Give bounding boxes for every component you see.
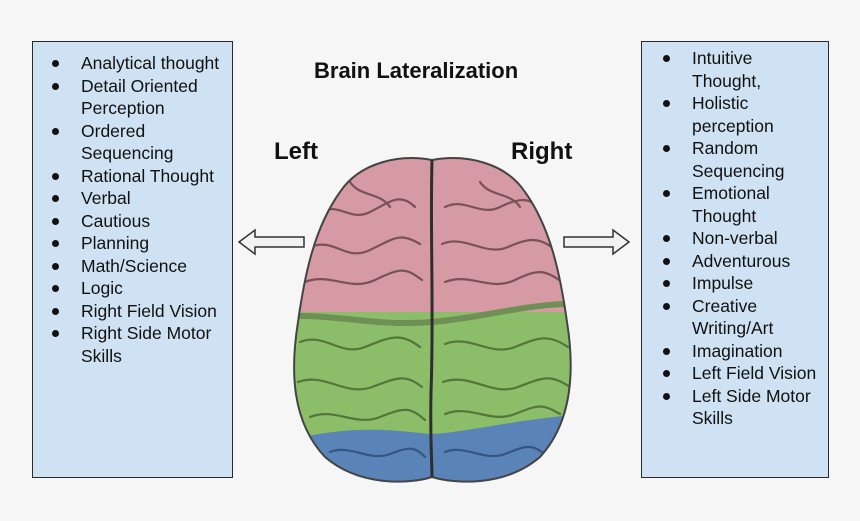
trait-item: Impulse: [662, 272, 822, 295]
trait-text: Holistic perception: [692, 93, 774, 136]
trait-text: Non-verbal: [692, 228, 778, 248]
trait-item: Planning: [51, 232, 226, 255]
diagram-title: Brain Lateralization: [314, 58, 519, 83]
trait-item: Emotional Thought: [662, 182, 822, 227]
longitudinal-fissure: [429, 159, 434, 478]
trait-item: Left Side Motor Skills: [662, 385, 822, 430]
left-arrow-icon: [237, 228, 305, 256]
trait-text: Intuitive Thought,: [692, 48, 762, 91]
trait-text: Detail Oriented Perception: [81, 75, 198, 119]
right-arrow-icon: [563, 228, 631, 256]
trait-text: Logic: [81, 278, 123, 298]
trait-item: Random Sequencing: [662, 137, 822, 182]
trait-text: Analytical thought: [81, 53, 220, 73]
trait-item: Imagination: [662, 340, 822, 363]
trait-item: Right Field Vision: [51, 300, 226, 323]
trait-item: Cautious: [51, 210, 226, 233]
trait-text: Creative Writing/Art: [692, 295, 774, 339]
trait-item: Holistic perception: [662, 92, 822, 137]
brain-illustration: [293, 157, 572, 483]
trait-item: Adventurous: [662, 250, 822, 273]
trait-text: Right Side Motor Skills: [81, 323, 212, 366]
trait-text: Adventurous: [692, 250, 791, 271]
trait-item: Analytical thought: [51, 52, 226, 75]
trait-item: Ordered Sequencing: [51, 120, 226, 165]
trait-text: Imagination: [692, 340, 783, 361]
trait-text: Right Field Vision: [81, 300, 217, 321]
trait-text: Ordered Sequencing: [81, 120, 174, 164]
trait-item: Intuitive Thought,: [662, 47, 822, 92]
trait-item: Right Side Motor Skills: [51, 322, 226, 367]
trait-text: Left Side Motor Skills: [692, 385, 811, 429]
trait-text: Verbal: [81, 188, 131, 208]
trait-item: Detail Oriented Perception: [51, 75, 226, 120]
trait-text: Emotional Thought: [692, 183, 770, 226]
trait-text: Random Sequencing: [692, 138, 785, 181]
trait-text: Left Field Vision: [692, 363, 817, 383]
trait-item: Logic: [51, 277, 226, 300]
trait-item: Verbal: [51, 187, 226, 210]
trait-text: Planning: [81, 233, 150, 253]
trait-text: Cautious: [81, 210, 151, 231]
trait-item: Rational Thought: [51, 165, 226, 188]
trait-item: Math/Science: [51, 255, 226, 278]
trait-item: Non-verbal: [662, 227, 822, 250]
trait-item: Left Field Vision: [662, 362, 822, 385]
trait-text: Math/Science: [81, 255, 188, 276]
trait-item: Creative Writing/Art: [662, 295, 822, 340]
trait-text: Rational Thought: [81, 165, 214, 186]
right-hemisphere-label: Right: [511, 138, 573, 165]
trait-text: Impulse: [692, 273, 754, 293]
left-hemisphere-label: Left: [274, 138, 318, 165]
